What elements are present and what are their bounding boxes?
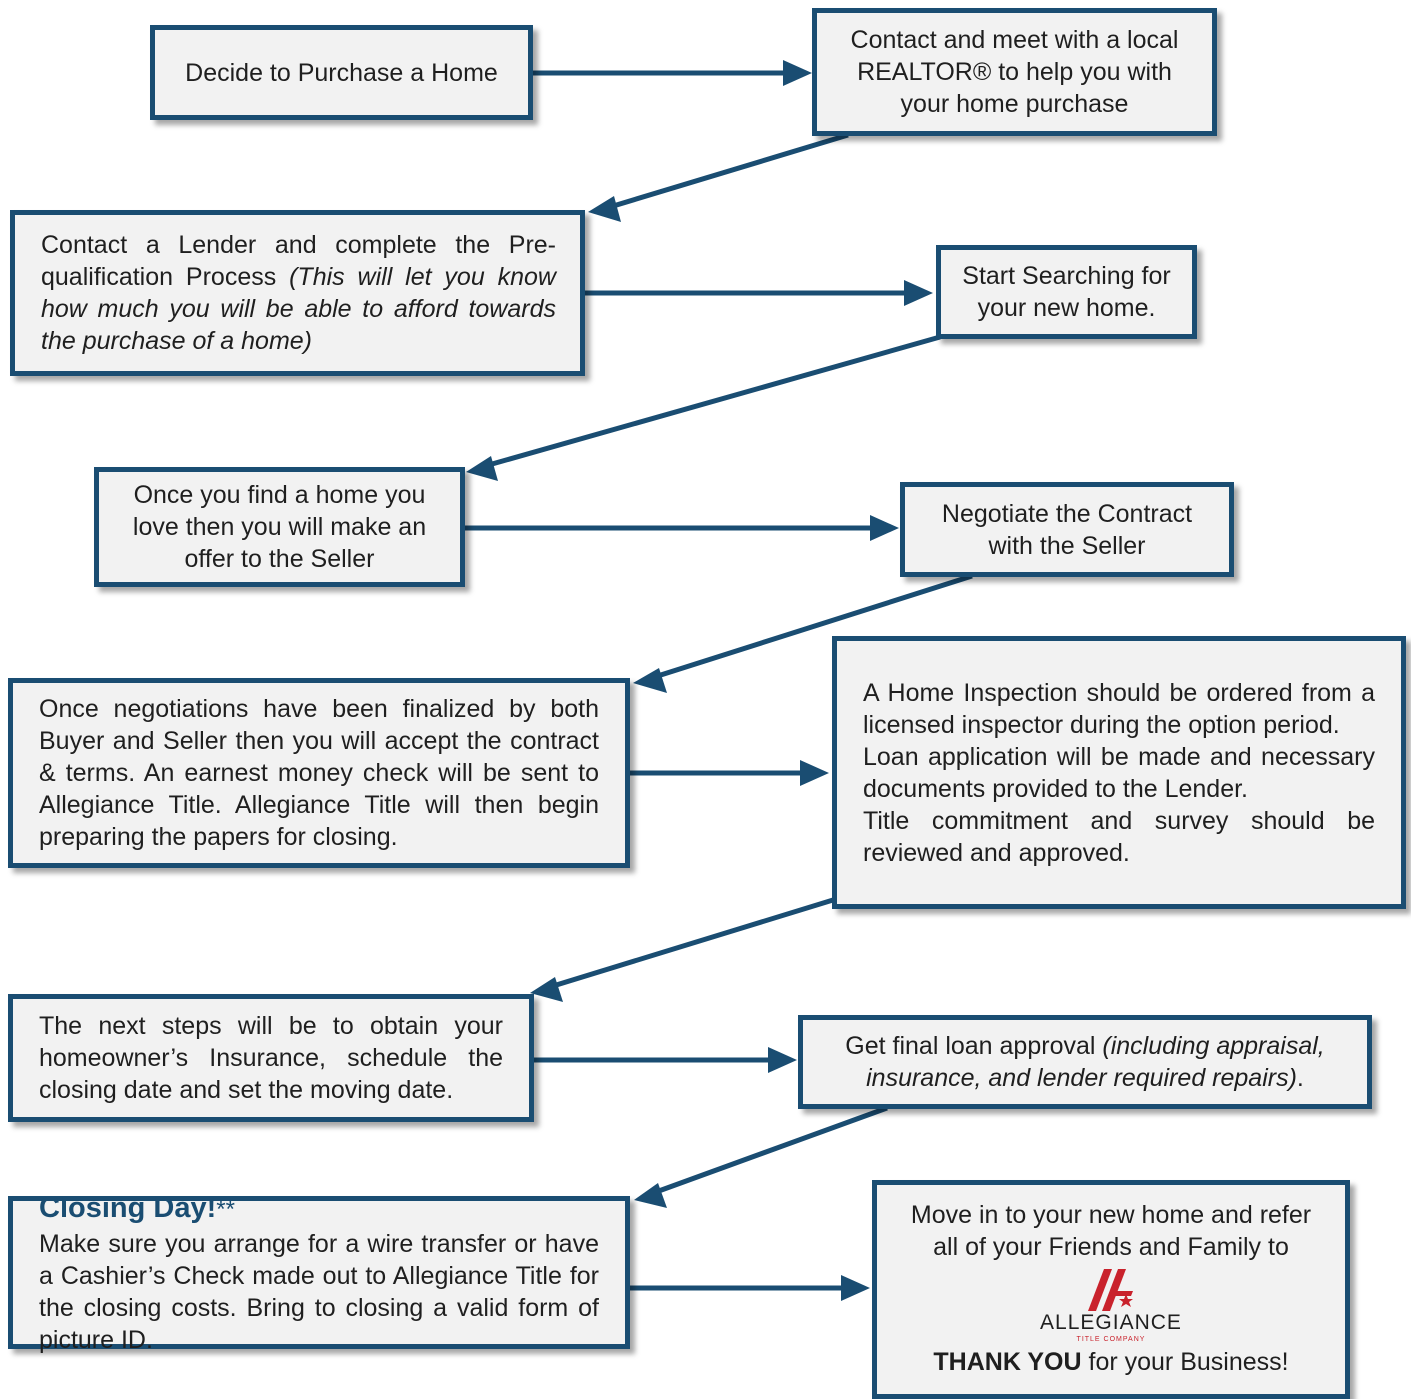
closing-day-title: Closing Day!**	[39, 1190, 599, 1228]
closing-day-title-text: Closing Day!	[39, 1191, 217, 1224]
arrowhead	[634, 1183, 667, 1208]
step-inspection-line-3: Title commitment and survey should be re…	[863, 806, 1375, 867]
step-offer-text: Once you find a home you love then you w…	[132, 481, 427, 573]
step-final-loan-note: (including appraisal, insurance, and len…	[866, 1032, 1325, 1092]
arrow-inspection-to-nextsteps	[539, 897, 834, 993]
arrow-search-to-offer	[477, 334, 941, 471]
step-accept: Once negotiations have been finalized by…	[8, 678, 630, 868]
step-move-in: Move in to your new home and refer all o…	[872, 1180, 1350, 1399]
allegiance-logo-icon	[1088, 1269, 1133, 1311]
step-lender-note: (This will let you know how much you wil…	[41, 263, 556, 355]
arrowhead	[768, 1047, 797, 1073]
arrowhead	[783, 60, 812, 86]
closing-day-stars: **	[216, 1195, 235, 1223]
step-negotiate-text: Negotiate the Contract with the Seller	[941, 499, 1193, 560]
step-final-loan-end: .	[1296, 1064, 1304, 1092]
arrowhead	[466, 456, 498, 481]
step-search: Start Searching for your new home.	[936, 245, 1197, 339]
step-decide-text: Decide to Purchase a Home	[185, 58, 498, 87]
arrowhead	[633, 668, 667, 693]
step-closing-day: Closing Day!** Make sure you arrange for…	[8, 1192, 630, 1354]
move-in-text: Move in to your new home and refer all o…	[910, 1201, 1312, 1261]
closing-day-body: Make sure you arrange for a wire transfe…	[39, 1229, 599, 1354]
arrow-finalloan-to-closing	[644, 1105, 888, 1199]
thank-you-rest: for your Business!	[1081, 1348, 1289, 1376]
step-final-loan-text: Get final loan approval (including appra…	[823, 1030, 1347, 1094]
step-next-steps: The next steps will be to obtain your ho…	[8, 994, 534, 1122]
step-search-text: Start Searching for your new home.	[962, 262, 1171, 322]
step-lender: Contact a Lender and complete the Pre-qu…	[10, 210, 585, 376]
step-accept-text: Once negotiations have been finalized by…	[39, 695, 599, 851]
step-offer: Once you find a home you love then you w…	[94, 467, 465, 587]
step-final-loan-main: Get final loan approval	[845, 1032, 1103, 1060]
step-inspection-line-2: Loan application will be made and necess…	[863, 742, 1375, 803]
arrowhead	[904, 280, 933, 306]
arrow-negotiate-to-accept	[644, 573, 973, 683]
step-negotiate: Negotiate the Contract with the Seller	[900, 482, 1234, 577]
step-lender-main: Contact a Lender and complete the Pre-qu…	[41, 231, 556, 291]
arrow-realtor-to-lender	[599, 132, 849, 213]
step-decide: Decide to Purchase a Home	[150, 25, 533, 120]
step-realtor-text: Contact and meet with a local REALTOR® t…	[850, 26, 1179, 118]
allegiance-logo-subtitle: TITLE COMPANY	[1076, 1336, 1146, 1343]
arrowhead	[530, 977, 563, 1002]
arrowhead	[588, 196, 621, 222]
arrowhead	[841, 1275, 870, 1301]
step-inspection: A Home Inspection should be ordered from…	[832, 636, 1406, 909]
arrowhead	[800, 760, 829, 786]
step-final-loan: Get final loan approval (including appra…	[798, 1015, 1372, 1109]
step-realtor: Contact and meet with a local REALTOR® t…	[812, 8, 1217, 136]
allegiance-logo: ALLEGIANCE TITLE COMPANY	[897, 1267, 1325, 1344]
step-inspection-line-1: A Home Inspection should be ordered from…	[863, 678, 1375, 739]
thank-you-line: THANK YOU for your Business!	[897, 1346, 1325, 1378]
thank-you-bold: THANK YOU	[933, 1348, 1082, 1376]
step-lender-text: Contact a Lender and complete the Pre-qu…	[41, 229, 556, 357]
step-next-steps-text: The next steps will be to obtain your ho…	[39, 1012, 503, 1104]
allegiance-logo-name: ALLEGIANCE	[1040, 1311, 1182, 1334]
arrowhead	[870, 515, 899, 541]
